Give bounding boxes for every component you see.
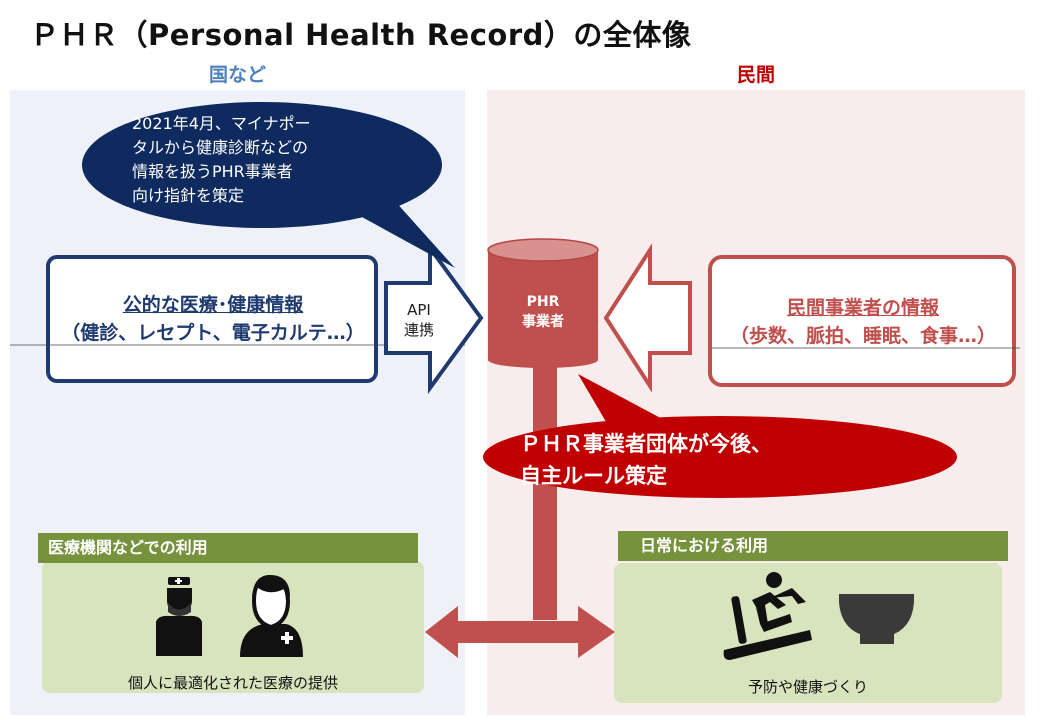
medical-use-box <box>42 561 424 693</box>
api-arrow <box>384 241 484 395</box>
treadmill-runner-icon <box>723 572 812 660</box>
government-bubble-text: 2021年4月、マイナポー タルから健康診断などの 情報を扱うPHR事業者 向け… <box>132 114 311 205</box>
region-label-government: 国など <box>208 64 266 86</box>
distribution-arrow <box>425 606 615 658</box>
phr-cylinder <box>487 238 599 368</box>
doctor-icon <box>156 577 202 656</box>
phr-operator-label: PHR 事業者 <box>522 294 564 330</box>
private-info-title: 民間事業者の情報 <box>786 297 939 319</box>
api-arrow-label: API 連携 <box>403 301 434 339</box>
public-info-title: 公的な医療･健康情報 <box>122 294 304 316</box>
daily-use-header: 日常における利用 <box>618 531 1008 561</box>
government-speech-bubble <box>82 102 455 268</box>
daily-use-caption: 予防や健康づくり <box>747 678 868 696</box>
public-info-box <box>46 255 378 383</box>
medical-use-header: 医療機関などでの利用 <box>38 533 418 563</box>
medical-use-caption: 個人に最適化された医療の提供 <box>127 674 338 692</box>
page-title: ＰＨＲ（Personal Health Record）の全体像 <box>30 18 692 52</box>
phr-connector <box>533 360 557 620</box>
industry-speech-bubble <box>483 374 957 498</box>
public-info-subtitle: （健診、レセプト、電子カルテ…） <box>61 322 365 344</box>
private-info-subtitle: （歩数、脈拍、睡眠、食事…） <box>729 325 996 347</box>
private-to-phr-arrow <box>603 243 692 393</box>
private-info-box <box>708 255 1016 387</box>
medical-staff-icon <box>240 574 303 657</box>
region-label-private: 民間 <box>736 64 775 86</box>
industry-bubble-text: ＰＨＲ事業者団体が今後、 自主ルール策定 <box>520 432 772 488</box>
food-bowl-icon <box>839 594 914 644</box>
